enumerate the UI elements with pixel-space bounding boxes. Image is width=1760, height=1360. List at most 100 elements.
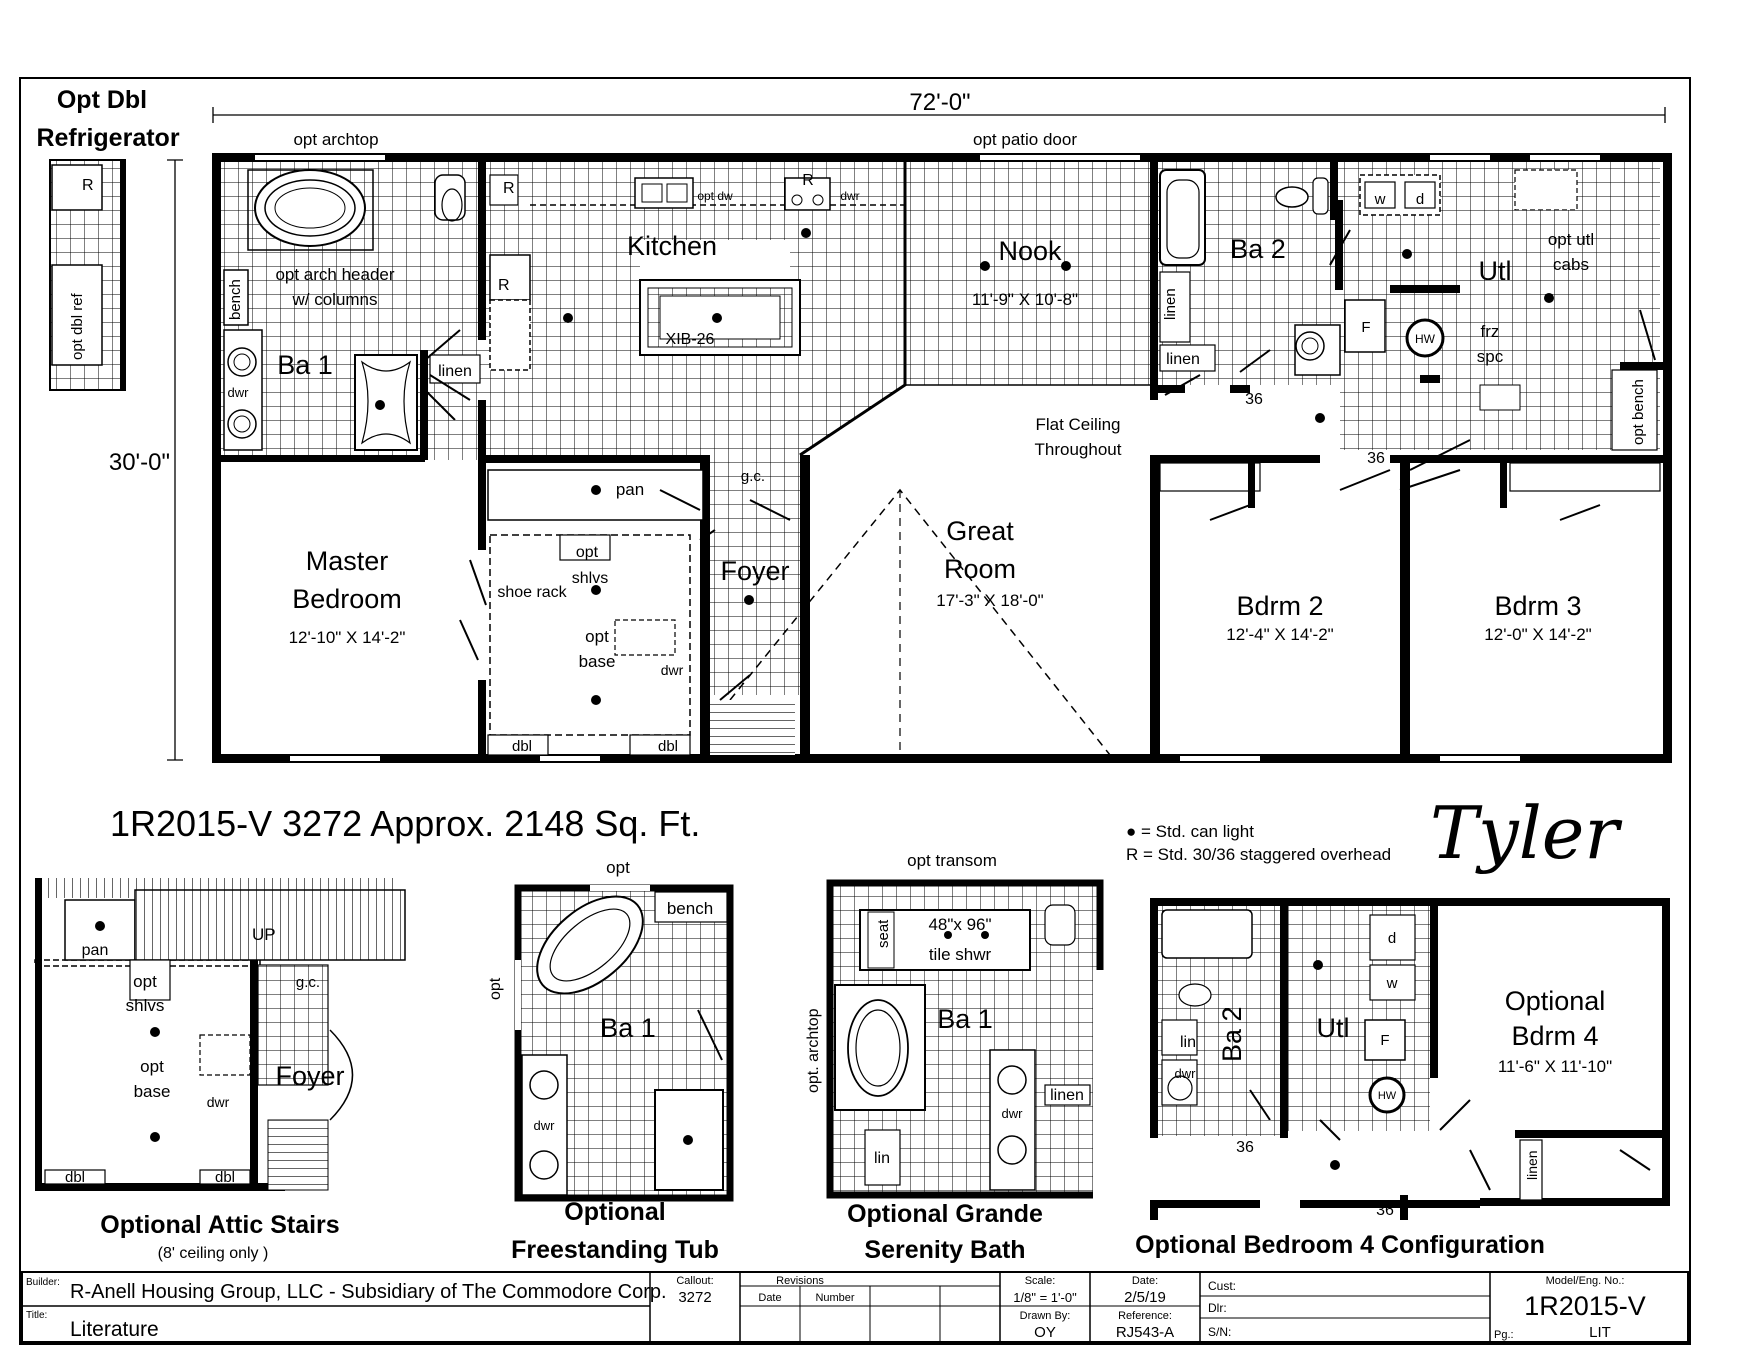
drawn-by-value: OY [1034,1324,1056,1341]
ref-r-label: R [82,177,94,194]
dlr-label: Dlr: [1208,1301,1227,1315]
attic-base-label: base [134,1082,171,1101]
builder-value: R-Anell Housing Group, LLC - Subsidiary … [70,1281,667,1303]
opt-arch-header-label: opt arch header [275,265,394,284]
bdrm4-linen-label: linen [1524,1150,1540,1180]
sn-label: S/N: [1208,1325,1231,1339]
tub-opt-label: opt [606,858,630,877]
bath-title-1: Optional Grande [847,1200,1043,1228]
master-dwr-label: dwr [228,385,250,400]
spc-label: spc [1477,347,1504,366]
water-heater-label: HW [1415,332,1436,346]
bath-shower-size: 48"x 96" [928,915,991,934]
bath-opt-transom: opt transom [907,851,997,870]
attic-title: Optional Attic Stairs [100,1211,339,1239]
signature-logo: Tyler [1430,791,1622,875]
great-room-label-2: Room [944,554,1016,584]
opt-bench-label: opt bench [1630,379,1647,445]
hall-36-label: 36 [1367,450,1385,467]
builder-label: Builder: [26,1277,60,1288]
title-label: Title: [26,1310,47,1321]
closet-opt-label: opt [576,544,599,561]
kitchen-r-label-2: R [498,277,510,294]
closet-opt-base-label: opt [585,627,609,646]
opt-dbl-refrigerator-inset [49,159,126,391]
flat-ceiling-label-1: Flat Ceiling [1035,415,1120,434]
bdrm4-utl-label: Utl [1317,1013,1350,1043]
revisions-number-col: Number [815,1292,854,1304]
kitchen-r-label-1: R [503,180,515,197]
master-bedroom-dim: 12'-10" X 14'-2" [289,628,406,647]
opt-archtop-label: opt archtop [293,130,378,149]
can-lights [375,228,1554,705]
closet-base-label: base [579,652,616,671]
reference-label: Reference: [1118,1310,1172,1322]
bath-linen-label: linen [1050,1087,1084,1104]
model-eng-label: Model/Eng. No.: [1546,1275,1625,1287]
bdrm4-dim: 11'-6" X 11'-10" [1498,1057,1612,1076]
attic-foyer-label: Foyer [275,1061,344,1091]
scale-value: 1/8" = 1'-0" [1013,1290,1077,1305]
attic-inset [34,878,406,1191]
kitchen-dwr-label: dwr [840,189,859,203]
w-columns-label: w/ columns [291,290,377,309]
dbl-label-2: dbl [658,738,678,755]
foyer-label: Foyer [720,556,789,586]
interior-walls [212,160,1670,760]
tub-dwr-label: dwr [534,1118,556,1133]
attic-gc-label: g.c. [296,974,320,991]
cabs-label: cabs [1553,255,1589,274]
bdrm4-lin-label: lin [1180,1034,1196,1051]
model-title: 1R2015-V 3272 Approx. 2148 Sq. Ft. [110,803,700,844]
dbl-label-1: dbl [512,738,532,755]
tub-side-opt-label: opt [487,977,504,1000]
opt-dbl-label-2: Refrigerator [36,124,179,152]
cust-label: Cust: [1208,1279,1236,1293]
pan-label: pan [616,480,644,499]
page-border [19,77,1691,1345]
scale-label: Scale: [1025,1275,1056,1287]
bdrm4-inset [1150,898,1670,1220]
master-bedroom-label-1: Master [306,546,389,576]
frz-label: frz [1481,322,1500,341]
title-block-grid [21,1271,1689,1343]
bdrm4-room-label-2: Bdrm 4 [1511,1021,1598,1051]
bdrm4-title: Optional Bedroom 4 Configuration [1135,1231,1545,1259]
attic-dbl-label-2: dbl [215,1169,235,1186]
bdrm3-dim: 12'-0" X 14'-2" [1484,625,1591,644]
ba2-linen-label-vert: linen [1162,288,1179,320]
reference-value: RJ543-A [1116,1324,1174,1341]
bath-archtop-label: opt. archtop [805,1008,822,1093]
dryer-label: d [1416,191,1424,208]
great-room-label-1: Great [946,516,1014,546]
nook-label: Nook [998,236,1062,266]
legend-overhead: R = Std. 30/36 staggered overhead [1126,845,1391,864]
bdrm4-dryer-label: d [1388,930,1396,947]
attic-note: (8' ceiling only ) [158,1245,269,1262]
kitchen-label: Kitchen [627,231,717,261]
bath-dwr-label: dwr [1002,1106,1024,1121]
bdrm4-dwr-label: dwr [1175,1066,1197,1081]
bdrm4-hw-label: HW [1378,1090,1397,1102]
pg-value: LIT [1589,1324,1611,1341]
bdrm3-label: Bdrm 3 [1494,591,1581,621]
great-room-dim: 17'-3" X 18'-0" [936,591,1043,610]
ba2-label: Ba 2 [1230,234,1286,264]
overall-depth-label: 30'-0" [109,449,170,476]
opt-utl-label: opt utl [1548,230,1594,249]
closet-shlvs-label: shlvs [572,570,608,587]
tub-bench-label: bench [667,899,713,918]
bench-label: bench [227,279,244,320]
bdrm4-ba2-label: Ba 2 [1217,1006,1247,1062]
attic-opt-base-label: opt [140,1057,164,1076]
ba2-36-label: 36 [1245,391,1263,408]
bdrm4-room-label-1: Optional [1505,986,1606,1016]
door-swings [424,229,1656,701]
tub-title-2: Freestanding Tub [511,1236,719,1264]
tub-title-1: Optional [564,1198,665,1226]
callout-value: 3272 [678,1289,711,1306]
washer-label: w [1374,191,1386,208]
bath-shower-label: tile shwr [929,945,992,964]
island-label: XIB-26 [666,331,715,348]
bath-ba1-label: Ba 1 [937,1004,993,1034]
